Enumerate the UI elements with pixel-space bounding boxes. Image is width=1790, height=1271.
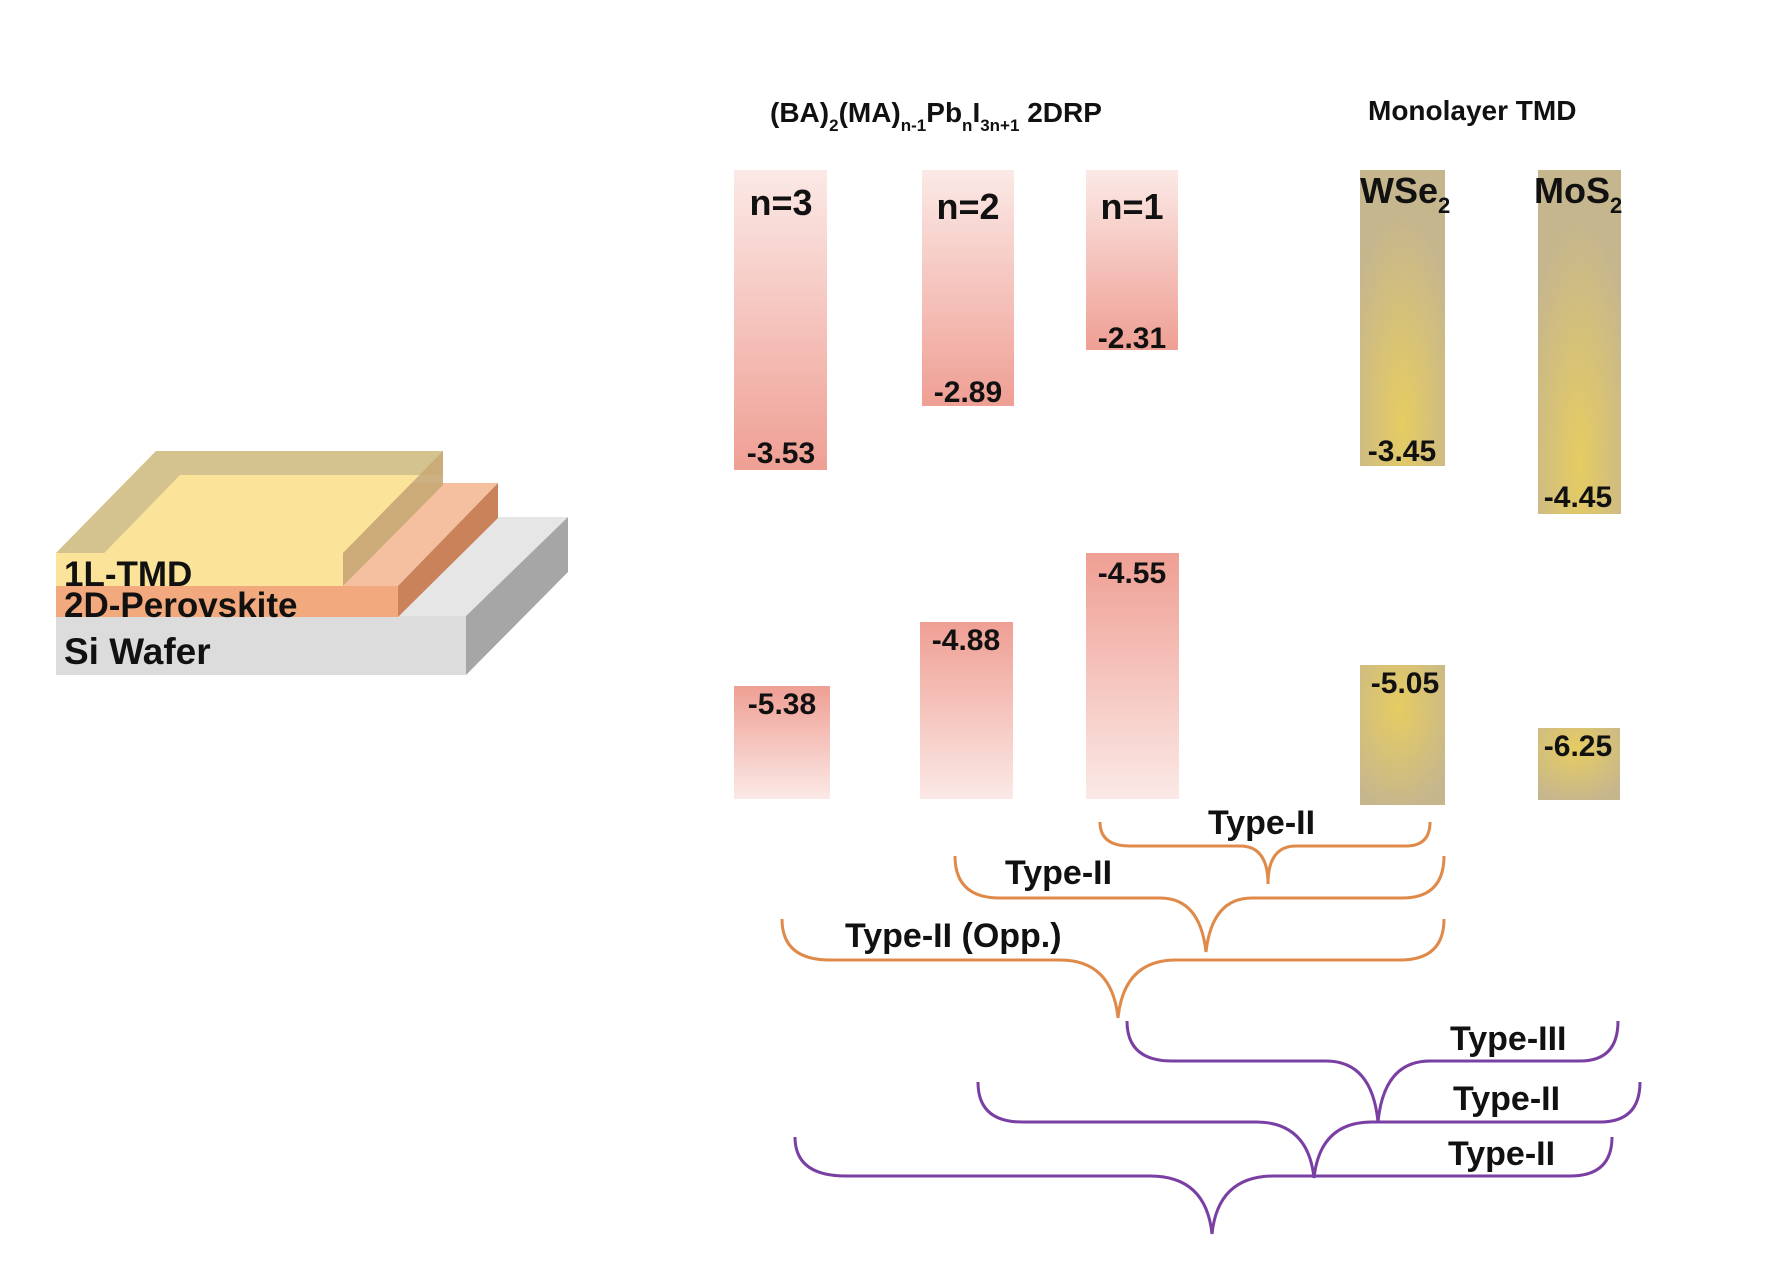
mos2-alignment-braces <box>793 1020 1642 1235</box>
wse2-cb-value: -3.45 <box>1368 435 1436 468</box>
n1-label: n=1 <box>1100 186 1163 227</box>
brace-n2-wse2 <box>953 855 1446 953</box>
n2-cb-value: -2.89 <box>934 376 1002 409</box>
tmd-side-face <box>343 451 443 586</box>
alignment-label-n1-mos2: Type-III <box>1450 1020 1567 1058</box>
brace-n3-mos2 <box>793 1136 1614 1235</box>
n1-vb-value: -4.55 <box>1098 557 1166 590</box>
n3-cb-value: -3.53 <box>747 437 815 470</box>
perovskite-n1-column: n=1 -2.31 -4.55 <box>1086 170 1179 799</box>
layer-label-perovskite: 2D-Perovskite <box>64 586 297 625</box>
si-wafer-front-face <box>56 616 466 675</box>
perovskite-n3-column: n=3 -3.53 -5.38 <box>734 170 830 799</box>
layer-stack-schematic: 1L-TMD 2D-Perovskite Si Wafer <box>56 451 568 675</box>
mos2-vb-value: -6.25 <box>1544 730 1612 763</box>
mos2-valence-band-bar <box>1538 728 1620 800</box>
layer-label-si-wafer: Si Wafer <box>64 631 211 672</box>
perovskite-side-face <box>398 483 498 617</box>
alignment-label-n2-wse2: Type-II <box>1005 854 1112 892</box>
wse2-vb-value: -5.05 <box>1371 667 1439 700</box>
mos2-cb-value: -4.45 <box>1544 481 1612 514</box>
n3-label: n=3 <box>749 182 812 223</box>
n1-conduction-band-bar <box>1086 170 1178 350</box>
n1-valence-band-bar <box>1086 553 1179 799</box>
wse2-conduction-band-bar <box>1360 170 1445 466</box>
perovskite-front-face <box>56 586 398 617</box>
mos2-column: MoS2 -4.45 -6.25 <box>1534 170 1622 800</box>
n3-conduction-band-bar <box>734 170 827 470</box>
brace-n1-wse2 <box>1098 821 1432 885</box>
si-wafer-side-face <box>466 517 568 675</box>
tmd-top-edge <box>56 451 443 578</box>
wse2-label: WSe2 <box>1360 170 1450 218</box>
n2-label: n=2 <box>936 186 999 227</box>
perovskite-n2-column: n=2 -2.89 -4.88 <box>920 170 1014 799</box>
n1-cb-value: -2.31 <box>1098 322 1166 355</box>
n2-conduction-band-bar <box>922 170 1014 406</box>
alignment-label-n3-wse2: Type-II (Opp.) <box>845 917 1062 955</box>
n3-vb-value: -5.38 <box>748 688 816 721</box>
wse2-valence-band-bar <box>1360 665 1445 805</box>
brace-n3-wse2 <box>780 918 1446 1019</box>
alignment-label-n3-mos2: Type-II <box>1448 1135 1555 1173</box>
n3-valence-band-bar <box>734 686 830 799</box>
perovskite-group-title: (BA)2(MA)n-1PbnI3n+1 2DRP <box>770 97 1102 135</box>
n2-vb-value: -4.88 <box>932 624 1000 657</box>
layer-label-tmd: 1L-TMD <box>64 555 192 594</box>
tmd-front-face <box>56 553 343 586</box>
wse2-column: WSe2 -3.45 -5.05 <box>1360 170 1450 805</box>
mos2-conduction-band-bar <box>1538 170 1621 514</box>
n2-valence-band-bar <box>920 622 1013 799</box>
alignment-label-n2-mos2: Type-II <box>1453 1080 1560 1118</box>
tmd-group-title: Monolayer TMD <box>1368 95 1576 126</box>
wse2-alignment-braces <box>780 821 1446 1019</box>
mos2-label: MoS2 <box>1534 170 1622 218</box>
brace-n2-mos2 <box>976 1081 1642 1179</box>
alignment-label-n1-wse2: Type-II <box>1208 804 1315 842</box>
